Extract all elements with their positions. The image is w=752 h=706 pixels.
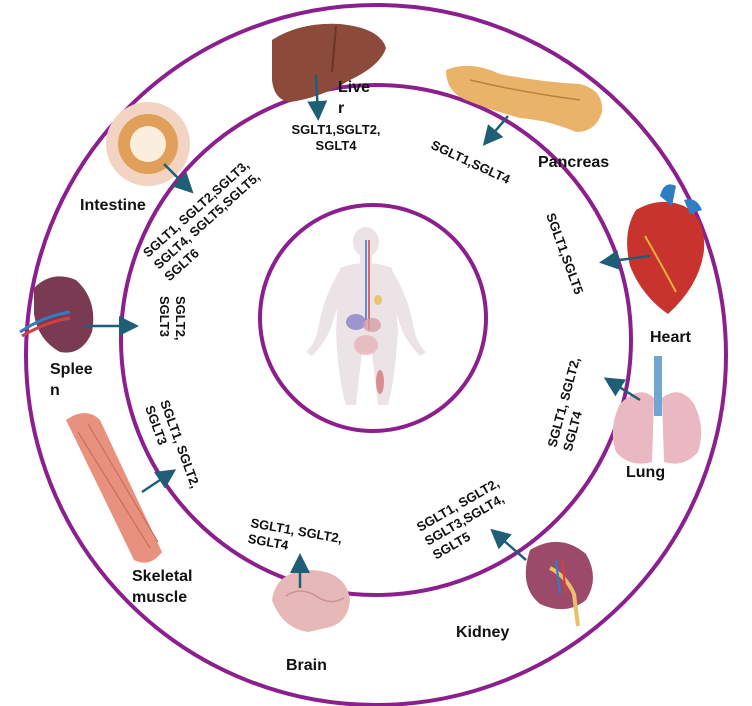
intestine-arrow bbox=[163, 163, 194, 194]
lung-label: Lung bbox=[626, 464, 665, 481]
pancreas-icon bbox=[446, 65, 603, 132]
brain-genes: SGLT1, SGLT2,SGLT4 bbox=[247, 515, 344, 562]
label-line: SGLT1,SGLT2, bbox=[291, 122, 380, 137]
intestine-label: Intestine bbox=[80, 197, 146, 214]
middle-ring bbox=[119, 83, 633, 597]
outer-ring bbox=[24, 3, 728, 706]
label-line: SGLT4, SGLT5,SGLT5, bbox=[151, 169, 263, 272]
label-line: n bbox=[50, 382, 60, 399]
label-line: SGLT1,SGLT5 bbox=[543, 211, 586, 296]
label-line: SGLT1,SGLT4 bbox=[429, 137, 514, 187]
skeletal-muscle-arrow bbox=[141, 469, 177, 494]
intestine-icon bbox=[106, 102, 190, 186]
lung-icon bbox=[612, 356, 702, 464]
label-line: r bbox=[338, 100, 344, 117]
label-line: SGLT4 bbox=[247, 531, 291, 553]
label-line: Live bbox=[338, 79, 370, 96]
spleen-icon bbox=[19, 276, 94, 353]
kidney-arrow bbox=[490, 528, 527, 561]
label-line: SGLT2, bbox=[173, 296, 188, 341]
pancreas-label: Pancreas bbox=[538, 154, 609, 171]
kidney-genes: SGLT1, SGLT2,SGLT3,SGLT4,SGLT5 bbox=[414, 475, 518, 562]
brain-label: Brain bbox=[286, 657, 327, 674]
lung-genes: SGLT1, SGLT2,SGLT4 bbox=[544, 355, 598, 453]
liver-label: Live r bbox=[338, 79, 370, 117]
label-line: Brain bbox=[286, 657, 327, 674]
pancreas-genes: SGLT1,SGLT4 bbox=[429, 137, 514, 187]
label-line: Lung bbox=[626, 464, 665, 481]
label-line: Kidney bbox=[456, 624, 509, 641]
liver-arrow bbox=[307, 74, 328, 121]
label-line: Heart bbox=[650, 329, 692, 346]
human-body-icon bbox=[306, 227, 426, 405]
pancreas-arrow bbox=[482, 115, 509, 146]
kidney-label: Kidney bbox=[456, 624, 509, 641]
heart-icon bbox=[627, 184, 705, 314]
label-line: Splee bbox=[50, 361, 93, 378]
label-line: Intestine bbox=[80, 197, 146, 214]
heart-arrow bbox=[599, 250, 651, 270]
lung-arrow bbox=[603, 377, 641, 402]
skeletal-muscle-icon bbox=[66, 413, 162, 563]
label-line: Skeletal bbox=[132, 568, 192, 585]
label-line: SGLT4 bbox=[316, 138, 358, 153]
brain-icon bbox=[272, 570, 350, 632]
heart-label: Heart bbox=[650, 329, 692, 346]
skeletal-muscle-genes: SGLT1, SGLT2,SGLT3 bbox=[142, 398, 203, 496]
spleen-genes: SGLT2,SGLT3 bbox=[157, 296, 188, 341]
liver-icon bbox=[272, 23, 386, 102]
heart-genes: SGLT1,SGLT5 bbox=[543, 211, 586, 296]
inner-ring bbox=[258, 203, 488, 433]
liver-genes: SGLT1,SGLT2,SGLT4 bbox=[291, 122, 380, 153]
label-line: SGLT3 bbox=[157, 296, 172, 337]
skeletal-muscle-label: Skeletal muscle bbox=[132, 568, 192, 606]
kidney-icon bbox=[525, 541, 593, 627]
spleen-label: Splee n bbox=[50, 361, 93, 399]
label-line: Pancreas bbox=[538, 154, 609, 171]
label-line: muscle bbox=[132, 589, 187, 606]
